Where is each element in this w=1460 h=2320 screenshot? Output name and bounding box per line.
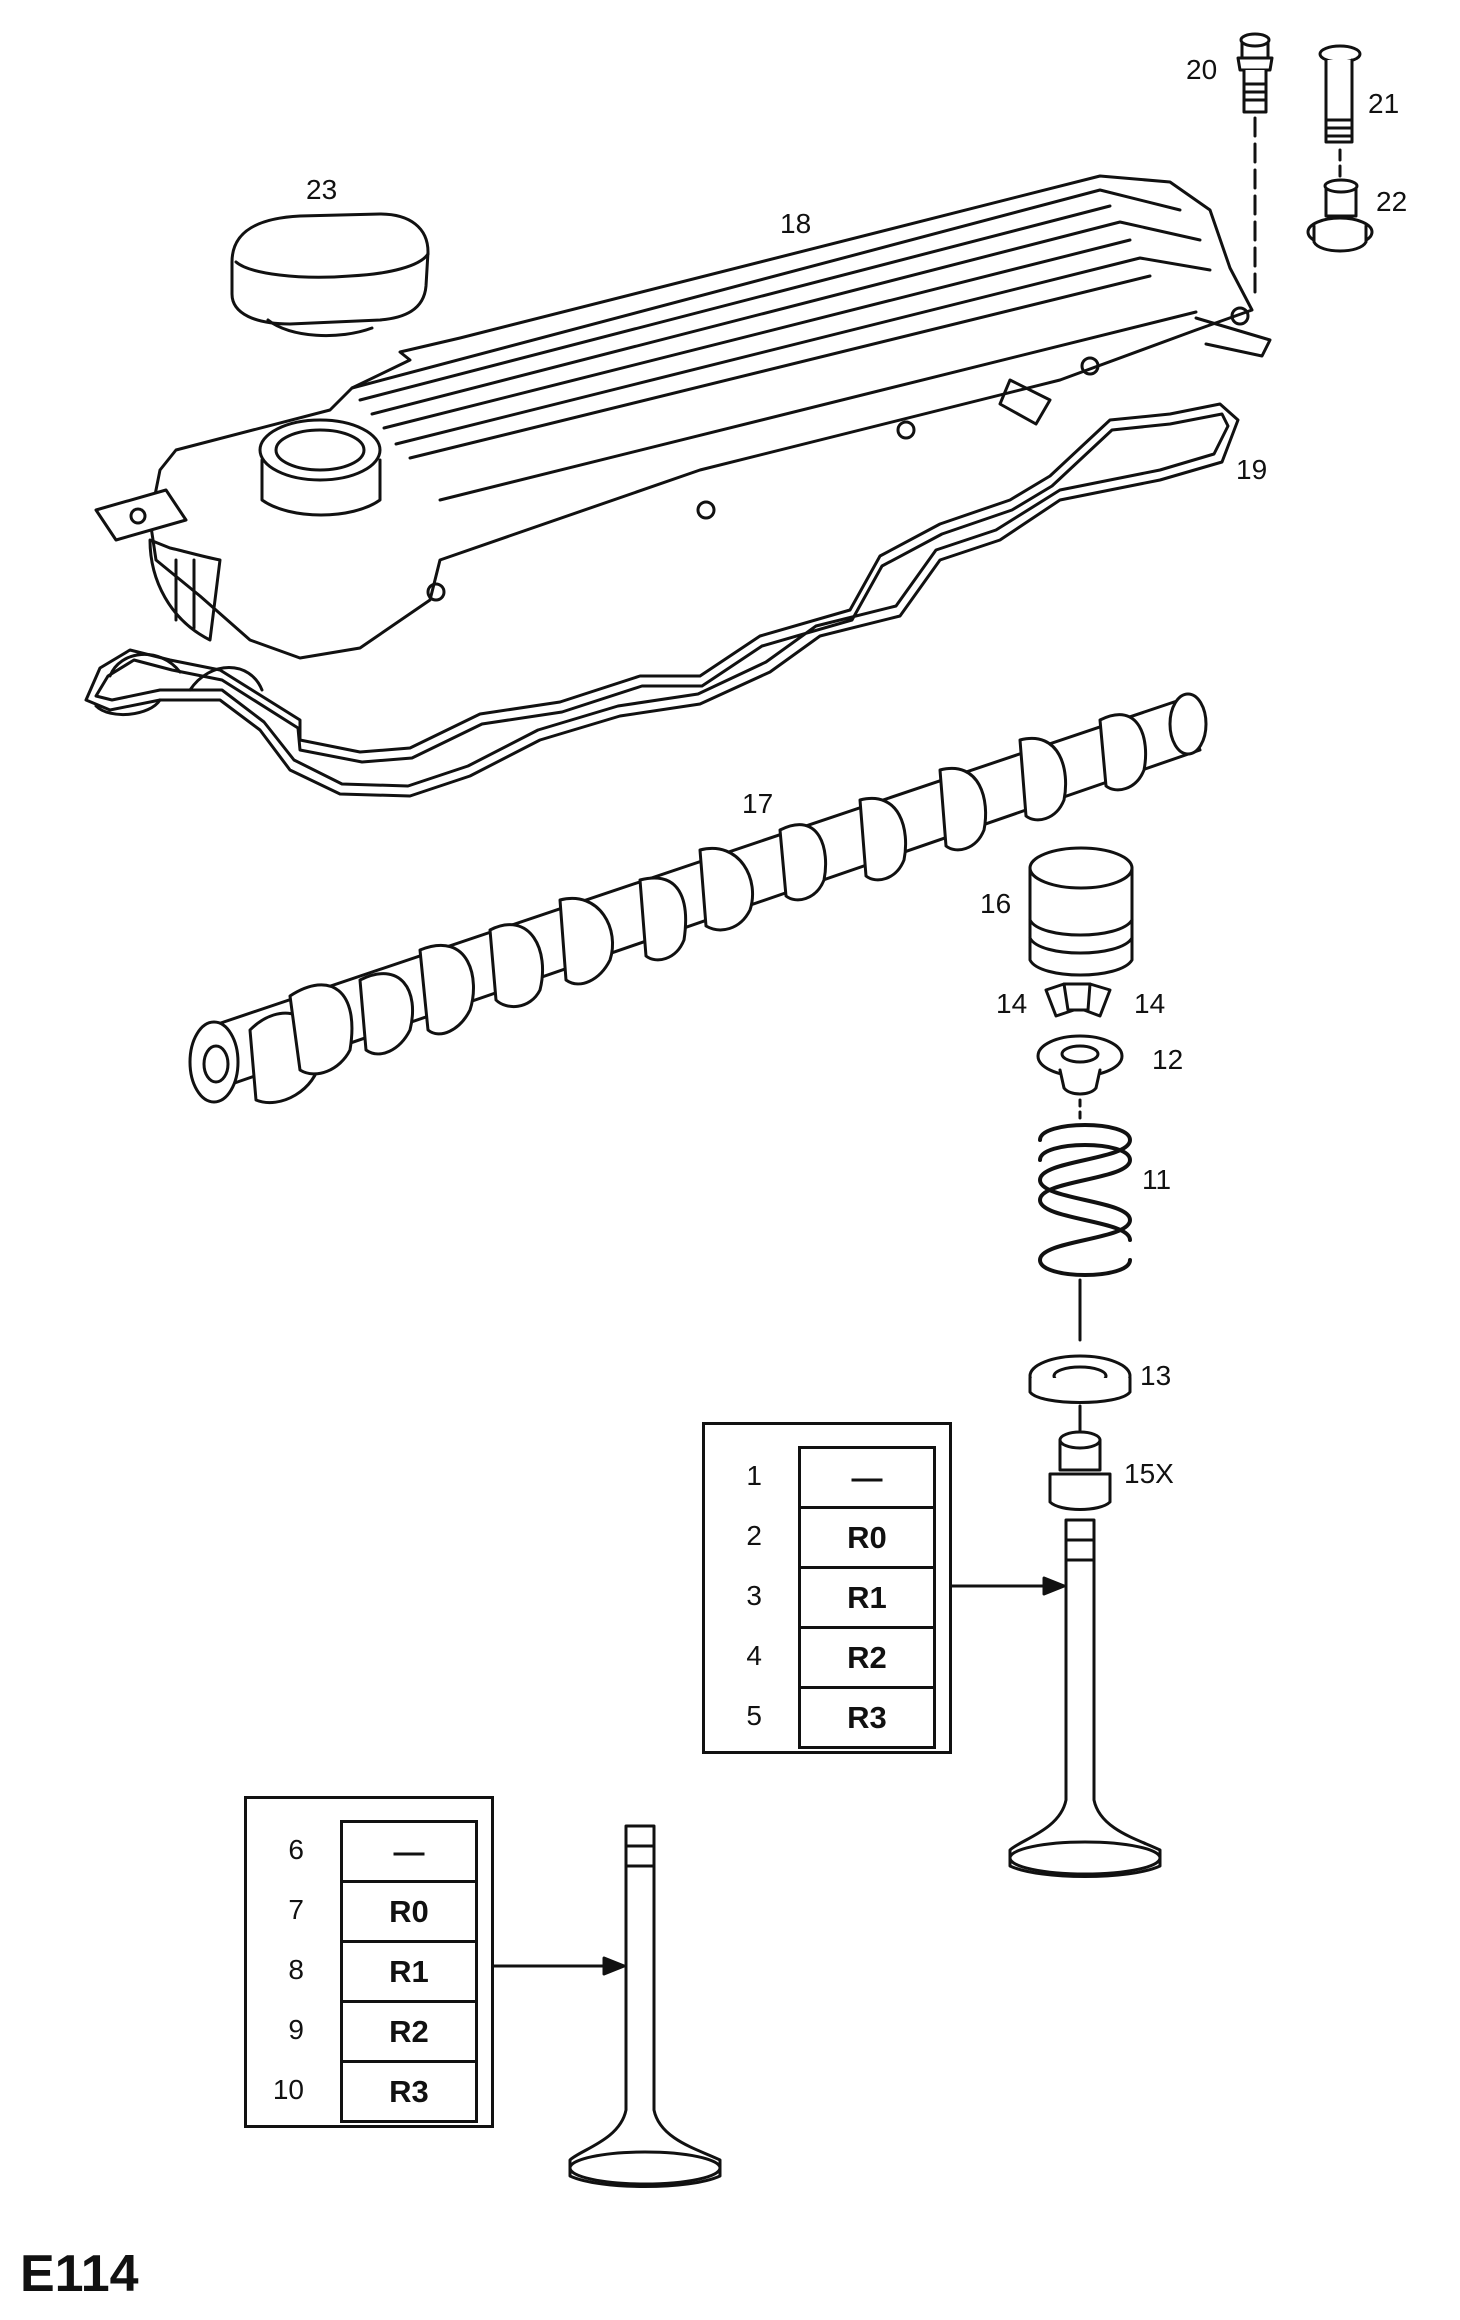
intake-row-number: 4	[746, 1640, 762, 1671]
exhaust-row-number: 6	[288, 1834, 304, 1865]
cover-nut	[1306, 178, 1374, 253]
callout-16: 16	[980, 888, 1012, 919]
callout-17: 17	[742, 788, 774, 819]
exhaust-size-code-cell: R0	[340, 1880, 478, 1943]
callout-18: 18	[780, 208, 812, 239]
oil-filler-cap	[230, 212, 430, 337]
callout-11: 11	[1142, 1164, 1172, 1195]
callout-19: 19	[1236, 454, 1268, 485]
spring-retainer	[1036, 1034, 1124, 1096]
exhaust-row-number: 9	[288, 2014, 304, 2045]
callout-15x: 15X	[1124, 1458, 1174, 1489]
cover-bolt	[1236, 32, 1274, 114]
callout-14-right: 14	[1134, 988, 1166, 1019]
intake-size-code-cell: R0	[798, 1506, 936, 1569]
intake-valve	[1008, 1518, 1162, 1878]
diagram-code: E114	[20, 2245, 139, 2303]
leader-arrows	[486, 1576, 1066, 1976]
valve-spring	[1038, 1098, 1132, 1342]
bucket-tappet	[1028, 846, 1134, 977]
camshaft	[188, 692, 1208, 1105]
valve-stem-seal	[1048, 1430, 1112, 1511]
callout-14-left: 14	[996, 988, 1028, 1019]
camshaft-cover	[94, 174, 1272, 660]
callout-12: 12	[1152, 1044, 1184, 1075]
callout-13: 13	[1140, 1360, 1172, 1391]
exhaust-size-code-cell: R3	[340, 2060, 478, 2123]
intake-size-code-cell: R3	[798, 1686, 936, 1749]
intake-row-number: 1	[746, 1460, 762, 1491]
callout-20: 20	[1186, 54, 1218, 85]
exhaust-size-code-cell: —	[340, 1820, 478, 1883]
exhaust-size-code-cell: R2	[340, 2000, 478, 2063]
callout-22: 22	[1376, 186, 1408, 217]
intake-size-code-cell: R1	[798, 1566, 936, 1629]
spring-seat	[1028, 1354, 1132, 1404]
intake-size-code-cell: R2	[798, 1626, 936, 1689]
callout-21: 21	[1368, 88, 1400, 119]
intake-size-code-cell: —	[798, 1446, 936, 1509]
exhaust-valve	[568, 1824, 722, 2188]
intake-row-number: 2	[746, 1520, 762, 1551]
exhaust-row-number: 8	[288, 1954, 304, 1985]
callout-23: 23	[306, 174, 338, 205]
intake-row-number: 5	[746, 1700, 762, 1731]
intake-row-number: 3	[746, 1580, 762, 1611]
exhaust-row-number: 7	[288, 1894, 304, 1925]
exhaust-row-number: 10	[272, 2074, 304, 2105]
cover-gasket	[84, 402, 1240, 798]
exhaust-size-code-cell: R1	[340, 1940, 478, 2003]
cover-stud	[1318, 44, 1362, 144]
valve-collets	[1044, 982, 1112, 1018]
